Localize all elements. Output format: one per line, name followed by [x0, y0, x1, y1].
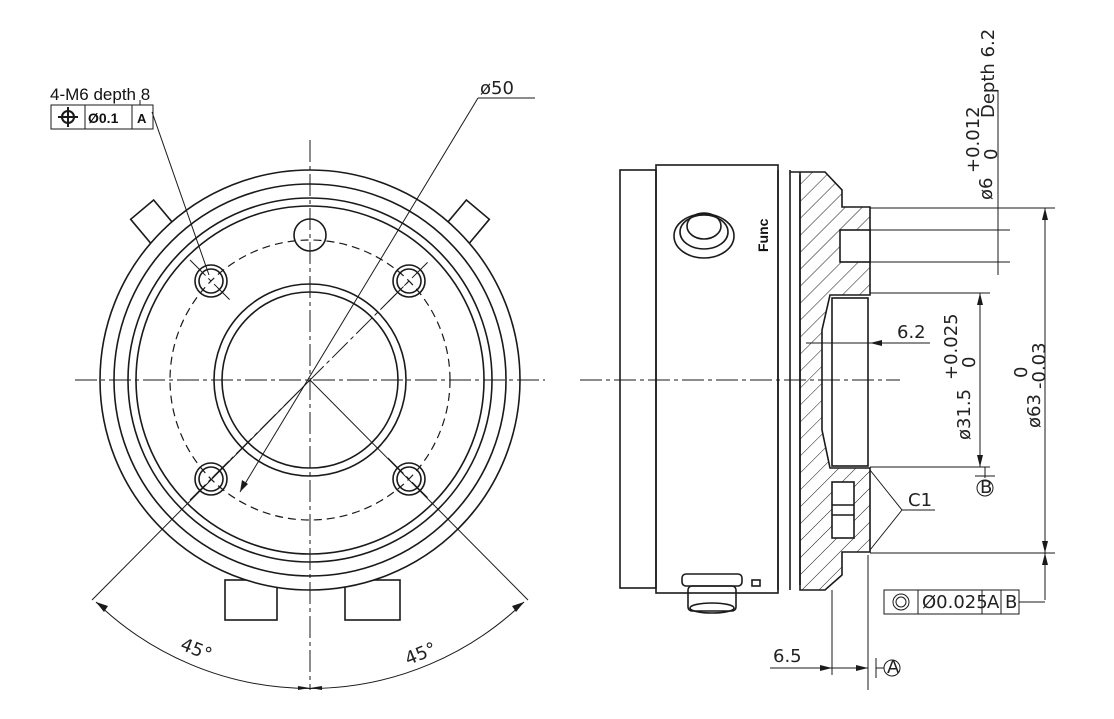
chamfer-label: C1: [908, 490, 932, 511]
flange-offset-label: 6.5: [773, 646, 802, 667]
bore-tol-upper: +0.025: [941, 313, 962, 380]
front-view: ø50 4-M6 depth 8 Ø0.1 A 45° 45°: [50, 78, 545, 690]
func-button: [673, 212, 735, 259]
pin-hole-dia: ø6: [976, 178, 997, 200]
fcf-concentricity: Ø0.025 A B: [883, 589, 1020, 615]
spigot-dia: ø63: [1024, 394, 1045, 428]
bore-dim: ø31.5 +0.025 0: [941, 313, 980, 440]
concentricity-icon: [892, 593, 910, 611]
datum-b: B: [980, 477, 992, 498]
pin-hole-tol-upper: +0.012: [963, 106, 984, 173]
connector: [681, 573, 761, 614]
fcf-position: Ø0.1 A: [50, 104, 154, 130]
position-datum: A: [137, 111, 147, 126]
spigot-tol-upper: 0: [1011, 367, 1032, 378]
concentricity-datum-a: A: [987, 592, 1000, 613]
datum-b-symbol: [976, 479, 994, 497]
pin-hole-tol-lower: 0: [981, 149, 1002, 160]
spigot-dim: ø63 0 -0.03: [1011, 342, 1050, 428]
bore-dia: ø31.5: [954, 389, 975, 440]
side-view: Func Depth 6.2 ø6 +0.012 0 6.2 ø31.: [580, 29, 1055, 690]
bore-depth-label: 6.2: [897, 322, 926, 343]
position-icon: [58, 107, 78, 127]
angle-arc: [95, 601, 525, 689]
concentricity-tolerance: Ø0.025: [922, 592, 988, 613]
bore-tol-lower: 0: [959, 357, 980, 368]
pin-hole: [839, 229, 871, 263]
pin-depth-label: Depth 6.2: [978, 29, 999, 118]
func-label: Func: [755, 218, 771, 252]
angle-right-label: 45°: [402, 638, 439, 669]
thread-note: 4-M6 depth 8: [50, 85, 150, 104]
concentricity-datum-b: B: [1005, 592, 1017, 613]
datum-a-symbol: [883, 659, 901, 677]
datum-a: A: [887, 657, 900, 678]
spigot-tol-lower: -0.03: [1029, 342, 1050, 389]
position-tolerance: Ø0.1: [88, 110, 119, 126]
pin-hole-dim: ø6 +0.012 0: [963, 106, 1002, 200]
bolt-circle-dia-label: ø50: [480, 78, 514, 99]
bore: [831, 297, 869, 467]
